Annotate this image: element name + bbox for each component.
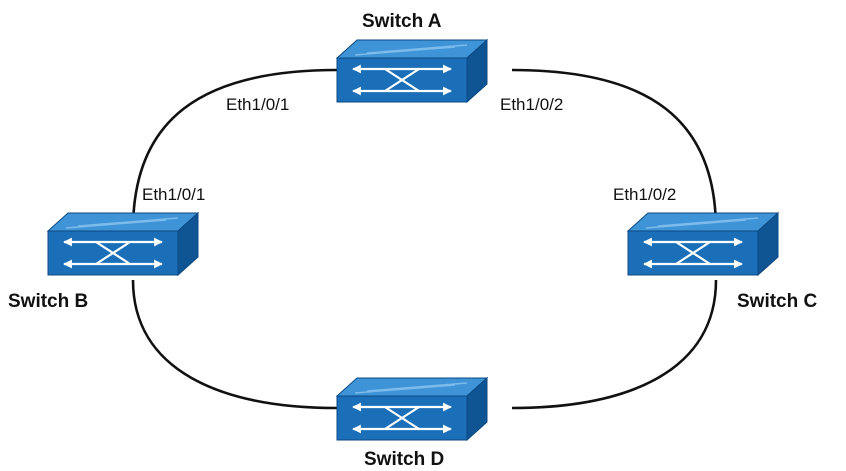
- port-label-a-right: Eth1/0/2: [500, 95, 563, 114]
- switch-c-label: Switch C: [737, 291, 818, 312]
- switch-a-label: Switch A: [362, 11, 442, 32]
- cable-c-d: [511, 279, 718, 410]
- switch-a: [337, 40, 487, 102]
- switch-icon: [48, 213, 198, 275]
- cable-a-b: [131, 68, 338, 231]
- port-label-c-top: Eth1/0/2: [613, 185, 676, 204]
- switch-b: [48, 213, 198, 275]
- cable-b-d: [131, 279, 338, 410]
- port-label-b-top: Eth1/0/1: [142, 185, 205, 204]
- port-label-a-left: Eth1/0/1: [226, 95, 289, 114]
- switch-icon: [337, 378, 487, 440]
- switch-c: [628, 213, 778, 275]
- ring-cables: [131, 68, 718, 410]
- switch-d: [337, 378, 487, 440]
- switch-d-label: Switch D: [364, 449, 444, 470]
- switch-b-label: Switch B: [8, 291, 88, 312]
- cable-a-c: [511, 68, 718, 231]
- switch-icon: [337, 40, 487, 102]
- switch-icon: [628, 213, 778, 275]
